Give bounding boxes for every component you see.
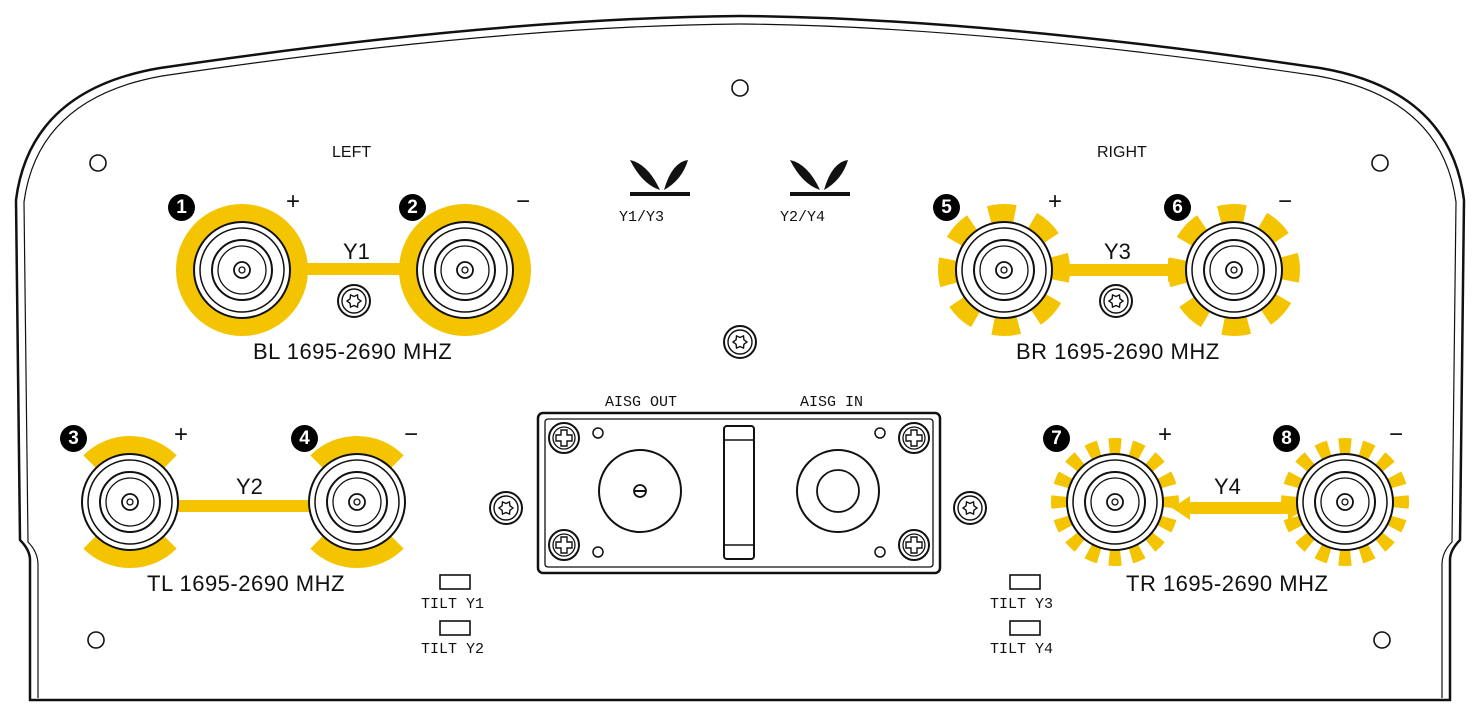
port-badge-6: 6: [1164, 194, 1191, 221]
polarity-4: −: [404, 421, 419, 448]
section-label-left: LEFT: [332, 144, 372, 161]
phillips-screw: [548, 529, 580, 561]
tilt-indicator-y2: [439, 620, 471, 636]
connector-port-8[interactable]: [1281, 438, 1409, 566]
tilt-indicator-y4: [1009, 620, 1041, 636]
aisg-frame-inner: [544, 418, 934, 568]
torx-screw: [953, 491, 987, 525]
port-badge-4: 4: [291, 425, 318, 452]
section-label-right: RIGHT: [1097, 144, 1147, 161]
aisg-pin-hole: [874, 546, 886, 558]
aisg-pin-hole: [592, 427, 604, 439]
polarity-8: −: [1389, 421, 1404, 448]
aisg-divider: [723, 425, 755, 560]
aisg-out-label: AISG OUT: [605, 394, 678, 411]
polarity-5: +: [1048, 188, 1063, 215]
split-leaf-icon: [630, 160, 690, 196]
band-label-tl: TL 1695-2690 MHZ: [147, 571, 345, 596]
link-bar-y3: [1052, 264, 1176, 276]
band-label-tr: TR 1695-2690 MHZ: [1126, 571, 1329, 596]
aisg-module: [536, 411, 942, 575]
mounting-holes: [87, 79, 1391, 649]
polarity-6: −: [1278, 188, 1293, 215]
panel-outline: [14, 14, 1466, 702]
polarity-7: +: [1158, 421, 1173, 448]
band-label-bl: BL 1695-2690 MHZ: [253, 339, 453, 364]
connectors: [81, 204, 1409, 568]
tilt-indicator-y3: [1009, 574, 1041, 590]
phillips-screw: [898, 422, 930, 454]
aisg-frame-outer: [536, 411, 942, 575]
tilt-label-y2: TILT Y2: [421, 641, 485, 658]
port-badge-2: 2: [399, 194, 426, 221]
connector-port-4[interactable]: [308, 436, 406, 568]
polarity-3: +: [174, 421, 189, 448]
link-bar-y2: [176, 500, 310, 512]
connector-port-2[interactable]: [399, 204, 531, 336]
port-badge-7: 7: [1043, 425, 1070, 452]
link-label-y1: Y1: [343, 239, 370, 264]
phillips-screw: [548, 422, 580, 454]
mount-hole: [731, 79, 749, 97]
polarity-2: −: [516, 188, 531, 215]
mount-hole: [87, 631, 105, 649]
link-bar-y4: [1182, 502, 1294, 514]
torx-screw: [723, 325, 757, 359]
mount-hole: [1373, 631, 1391, 649]
aisg-out-port[interactable]: [598, 449, 682, 533]
torx-screw: [1099, 284, 1133, 318]
tilt-label-y1: TILT Y1: [421, 596, 485, 613]
aisg-pin-hole: [874, 427, 886, 439]
split-label-y2y4: Y2/Y4: [780, 209, 826, 226]
aisg-screws: [548, 422, 930, 561]
connector-port-6[interactable]: [1168, 204, 1301, 336]
connector-port-7[interactable]: [1051, 438, 1180, 566]
connector-port-3[interactable]: [81, 436, 179, 568]
link-label-y3: Y3: [1104, 239, 1131, 264]
tilt-label-y4: TILT Y4: [990, 641, 1054, 658]
torx-screw: [489, 491, 523, 525]
mount-hole: [1371, 154, 1389, 172]
aisg-in-label: AISG IN: [800, 394, 864, 411]
connector-port-5[interactable]: [938, 204, 1070, 337]
phillips-screw: [898, 529, 930, 561]
link-label-y2: Y2: [236, 474, 263, 499]
band-label-br: BR 1695-2690 MHZ: [1016, 339, 1220, 364]
split-leaf-icon: [790, 160, 850, 196]
port-badge-3: 3: [60, 425, 87, 452]
torx-screw: [337, 284, 371, 318]
link-bar-y1: [290, 263, 414, 275]
polarity-1: +: [286, 188, 301, 215]
link-arrow-y4-left: [1172, 496, 1190, 520]
port-badge-5: 5: [933, 194, 960, 221]
panel-inner-outline: [23, 23, 1457, 698]
mount-hole: [89, 154, 107, 172]
port-badge-1: 1: [168, 194, 195, 221]
port-badge-8: 8: [1273, 425, 1300, 452]
tilt-label-y3: TILT Y3: [990, 596, 1054, 613]
connector-port-1[interactable]: [176, 204, 308, 336]
aisg-in-port[interactable]: [796, 449, 880, 533]
link-label-y4: Y4: [1214, 474, 1241, 499]
tilt-indicator-y1: [439, 574, 471, 590]
aisg-pin-hole: [592, 546, 604, 558]
screws: [337, 284, 1133, 525]
tilt-indicators: [439, 574, 1041, 636]
split-label-y1y3: Y1/Y3: [619, 209, 665, 226]
